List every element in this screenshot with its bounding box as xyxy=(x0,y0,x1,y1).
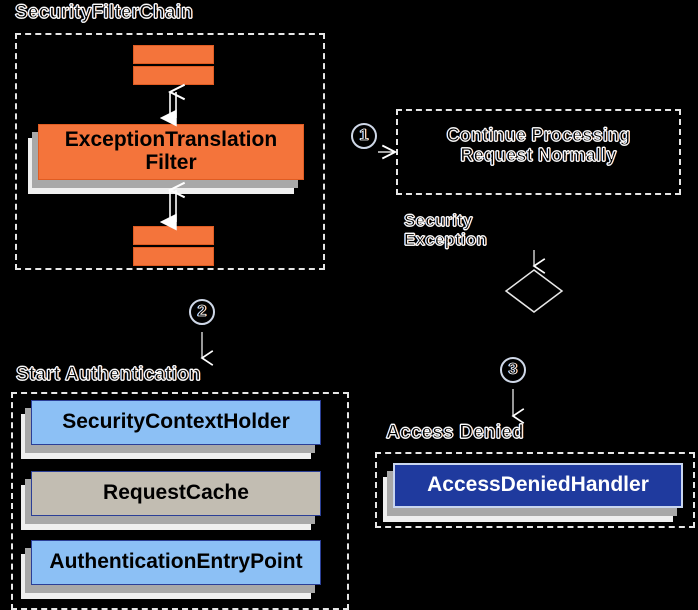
filter-bar-top-1 xyxy=(133,45,214,64)
continue-processing-line2: Request Normally xyxy=(460,145,617,166)
security-context-holder-body: SecurityContextHolder xyxy=(31,400,321,445)
filter-bar-bottom-2 xyxy=(133,247,214,266)
access-denied-label: Access Denied xyxy=(386,421,525,443)
request-cache-node[interactable]: RequestCache xyxy=(21,471,321,530)
security-exception-line1: Security xyxy=(404,211,473,231)
step-number-2: 2 xyxy=(189,299,215,325)
etf-label-line2: Filter xyxy=(145,151,197,174)
start-authentication-container xyxy=(11,392,349,610)
authentication-entry-point-node[interactable]: AuthenticationEntryPoint xyxy=(21,540,321,599)
start-authentication-label: Start Authentication xyxy=(16,363,202,385)
security-exception-line2: Exception xyxy=(403,230,488,250)
access-denied-container xyxy=(375,452,695,528)
request-cache-body: RequestCache xyxy=(31,471,321,516)
access-denied-handler-node[interactable]: AccessDeniedHandler xyxy=(383,463,683,522)
step-number-3: 3 xyxy=(500,357,526,383)
decision-diamond xyxy=(504,269,564,313)
authentication-entry-point-body: AuthenticationEntryPoint xyxy=(31,540,321,585)
etf-label-line1: ExceptionTranslation xyxy=(64,128,278,152)
continue-processing-line1: Continue Processing xyxy=(446,125,631,146)
filter-bar-bottom-1 xyxy=(133,226,214,245)
security-filter-chain-title: SecurityFilterChain xyxy=(14,1,194,23)
security-context-holder-node[interactable]: SecurityContextHolder xyxy=(21,400,321,459)
continue-processing-container xyxy=(396,109,681,195)
security-filter-chain-container xyxy=(15,33,325,270)
step-number-1: 1 xyxy=(351,123,377,149)
access-denied-handler-body: AccessDeniedHandler xyxy=(393,463,683,508)
filter-bar-top-2 xyxy=(133,66,214,85)
